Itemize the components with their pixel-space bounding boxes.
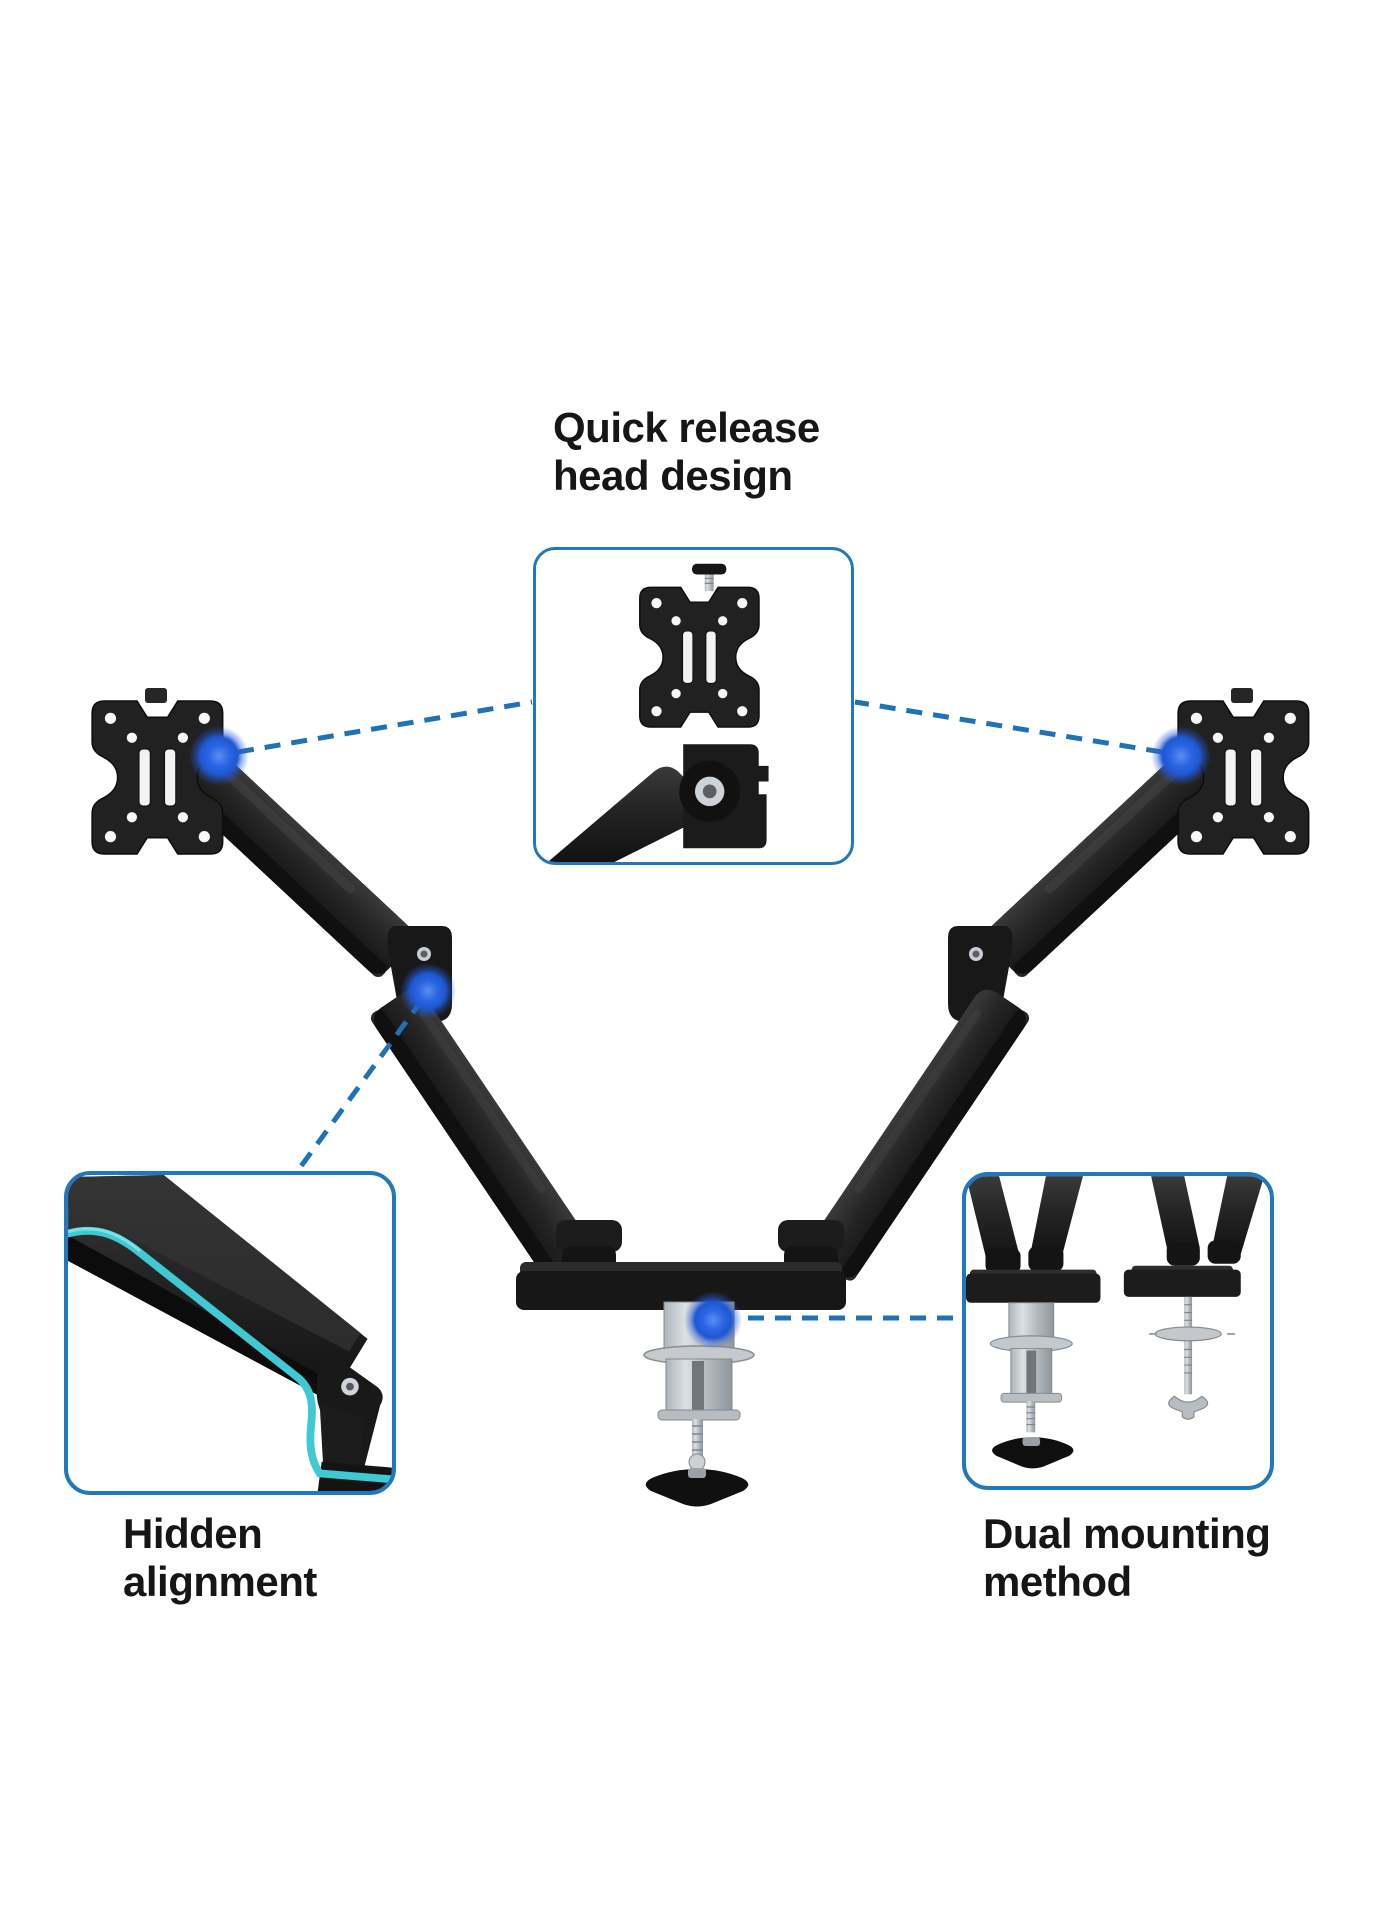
thumbscrew xyxy=(692,563,727,592)
marker-dot-left-head xyxy=(189,726,249,786)
dashed-connector-right-head xyxy=(854,699,1163,755)
label-quick-release: Quick release head design xyxy=(553,404,820,500)
marker-dot-clamp xyxy=(684,1291,742,1349)
left-vesa-plate xyxy=(91,688,224,855)
label-dual-mounting-line2: method xyxy=(983,1558,1132,1605)
label-dual-mounting-line1: Dual mounting xyxy=(983,1510,1271,1557)
callout-box-hidden-alignment xyxy=(64,1171,396,1495)
quick-release-head xyxy=(547,744,769,862)
clamp-grommet-mounting-detail-icon xyxy=(966,1176,1265,1469)
hidden-cable-routing-detail-icon xyxy=(68,1175,392,1491)
dashed-connector-hidden-alignment xyxy=(296,998,425,1171)
desk-mount-base xyxy=(516,1262,846,1507)
label-quick-release-line2: head design xyxy=(553,452,793,499)
arm-elbow xyxy=(316,1348,392,1491)
marker-dot-right-head xyxy=(1151,726,1211,786)
grommet-mount xyxy=(1123,1176,1265,1420)
label-hidden-alignment: Hidden alignment xyxy=(123,1510,317,1606)
label-quick-release-line1: Quick release xyxy=(553,404,820,451)
routed-cable xyxy=(68,1226,392,1484)
marker-dots xyxy=(189,726,1211,1349)
dashed-connector-left-head xyxy=(237,699,533,755)
clamp-mount xyxy=(966,1176,1101,1469)
right-vesa-plate xyxy=(1177,688,1310,855)
vesa-plate-detail xyxy=(639,586,760,728)
label-hidden-alignment-line1: Hidden xyxy=(123,1510,263,1557)
label-hidden-alignment-line2: alignment xyxy=(123,1558,317,1605)
callout-box-quick-release xyxy=(533,547,854,865)
vesa-quick-release-detail-icon xyxy=(547,563,769,862)
label-dual-mounting: Dual mounting method xyxy=(983,1510,1271,1606)
marker-dot-elbow xyxy=(400,963,456,1019)
callout-box-dual-mounting xyxy=(962,1172,1274,1490)
